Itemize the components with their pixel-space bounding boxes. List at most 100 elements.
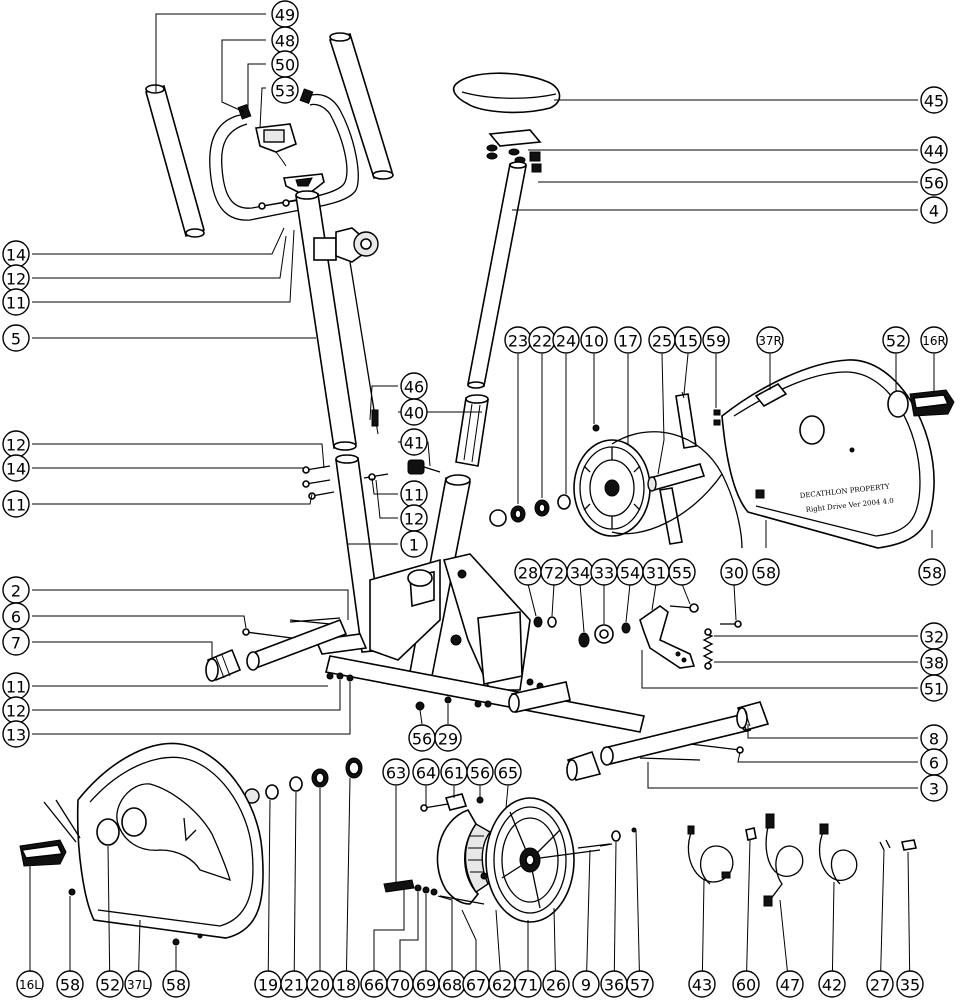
callout-label-32: 32 bbox=[924, 628, 944, 647]
callout-label-53: 53 bbox=[275, 82, 295, 101]
frame-fasteners bbox=[302, 465, 544, 711]
callout-label-29: 29 bbox=[438, 730, 458, 749]
callout-label-72: 72 bbox=[544, 564, 564, 583]
brake-bracket bbox=[508, 681, 571, 713]
callout-label-56: 56 bbox=[470, 764, 490, 783]
callout-52: 52 bbox=[882, 326, 910, 354]
callout-21: 21 bbox=[280, 970, 308, 998]
callout-label-11: 11 bbox=[6, 496, 26, 515]
callout-48: 48 bbox=[271, 26, 299, 54]
seat-post bbox=[467, 161, 527, 389]
callout-label-46: 46 bbox=[404, 378, 424, 397]
callout-64: 64 bbox=[412, 758, 440, 786]
callout-37R: 37R bbox=[756, 326, 784, 354]
callout-41: 41 bbox=[400, 428, 428, 456]
callout-29: 29 bbox=[434, 724, 462, 752]
callout-38: 38 bbox=[920, 648, 948, 676]
callout-12: 12 bbox=[2, 696, 30, 724]
callout-17: 17 bbox=[614, 326, 642, 354]
callout-67: 67 bbox=[462, 970, 490, 998]
callout-label-14: 14 bbox=[6, 246, 26, 265]
callout-22: 22 bbox=[528, 326, 556, 354]
callout-33: 33 bbox=[590, 558, 618, 586]
callout-40: 40 bbox=[400, 398, 428, 426]
callout-label-62: 62 bbox=[492, 976, 512, 995]
callout-11: 11 bbox=[2, 672, 30, 700]
callout-label-55: 55 bbox=[672, 564, 692, 583]
callout-9: 9 bbox=[572, 970, 600, 998]
parts-layer: DECATHLON PROPERTY Right Drive Ver 2004 … bbox=[19, 32, 955, 946]
handlebar-grip-left bbox=[145, 84, 205, 238]
callout-47: 47 bbox=[776, 970, 804, 998]
callout-10: 10 bbox=[580, 326, 608, 354]
tension-knob bbox=[313, 227, 379, 435]
callout-label-57: 57 bbox=[630, 976, 650, 995]
callout-label-1: 1 bbox=[409, 536, 419, 555]
callout-label-71: 71 bbox=[518, 976, 538, 995]
bottom-bracket-bearings bbox=[489, 494, 571, 527]
callout-label-41: 41 bbox=[404, 434, 424, 453]
callout-label-67: 67 bbox=[466, 976, 486, 995]
callout-label-25: 25 bbox=[652, 332, 672, 351]
callout-58: 58 bbox=[56, 970, 84, 998]
seat bbox=[452, 72, 561, 147]
callout-label-34: 34 bbox=[570, 564, 590, 583]
callout-50: 50 bbox=[271, 50, 299, 78]
callout-6: 6 bbox=[920, 748, 948, 776]
callout-label-2: 2 bbox=[11, 582, 21, 601]
callout-20: 20 bbox=[306, 970, 334, 998]
callout-label-16L: 16L bbox=[19, 978, 41, 992]
callout-45: 45 bbox=[920, 86, 948, 114]
right-cover: DECATHLON PROPERTY Right Drive Ver 2004 … bbox=[713, 359, 935, 549]
callout-label-30: 30 bbox=[724, 564, 744, 583]
callout-label-11: 11 bbox=[6, 294, 26, 313]
callout-61: 61 bbox=[440, 758, 468, 786]
callout-label-6: 6 bbox=[11, 608, 21, 627]
callout-18: 18 bbox=[332, 970, 360, 998]
callout-label-12: 12 bbox=[6, 436, 26, 455]
callout-14: 14 bbox=[2, 240, 30, 268]
callout-label-7: 7 bbox=[11, 634, 21, 653]
idler-arm bbox=[639, 605, 696, 669]
callout-34: 34 bbox=[566, 558, 594, 586]
callout-56: 56 bbox=[466, 758, 494, 786]
callout-11: 11 bbox=[2, 490, 30, 518]
callout-label-13: 13 bbox=[6, 726, 26, 745]
callout-label-64: 64 bbox=[416, 764, 436, 783]
callout-57: 57 bbox=[626, 970, 654, 998]
callout-label-12: 12 bbox=[6, 270, 26, 289]
adjust-knob bbox=[407, 459, 441, 475]
callout-15: 15 bbox=[674, 326, 702, 354]
callout-label-48: 48 bbox=[275, 32, 295, 51]
callout-label-8: 8 bbox=[929, 730, 939, 749]
callout-label-28: 28 bbox=[518, 564, 538, 583]
callout-7: 7 bbox=[2, 628, 30, 656]
callout-label-23: 23 bbox=[508, 332, 528, 351]
callout-label-22: 22 bbox=[532, 332, 552, 351]
callout-label-15: 15 bbox=[678, 332, 698, 351]
drive-belt bbox=[611, 431, 743, 549]
callout-label-69: 69 bbox=[416, 976, 436, 995]
callout-label-19: 19 bbox=[258, 976, 278, 995]
callout-label-61: 61 bbox=[444, 764, 464, 783]
callout-label-38: 38 bbox=[924, 654, 944, 673]
leader-lines bbox=[29, 13, 935, 997]
callout-label-14: 14 bbox=[6, 460, 26, 479]
callout-label-4: 4 bbox=[929, 202, 939, 221]
callout-label-65: 65 bbox=[498, 764, 518, 783]
callout-1: 1 bbox=[400, 530, 428, 558]
right-pedal bbox=[887, 389, 955, 418]
callout-44: 44 bbox=[920, 136, 948, 164]
callout-3: 3 bbox=[920, 774, 948, 802]
callout-label-58: 58 bbox=[922, 564, 942, 583]
callout-27: 27 bbox=[866, 970, 894, 998]
left-bearings bbox=[244, 757, 363, 804]
callout-2: 2 bbox=[2, 576, 30, 604]
callout-54: 54 bbox=[616, 558, 644, 586]
callout-label-54: 54 bbox=[620, 564, 640, 583]
callout-51: 51 bbox=[920, 674, 948, 702]
stabilizer-bolts bbox=[242, 619, 744, 761]
callout-13: 13 bbox=[2, 720, 30, 748]
